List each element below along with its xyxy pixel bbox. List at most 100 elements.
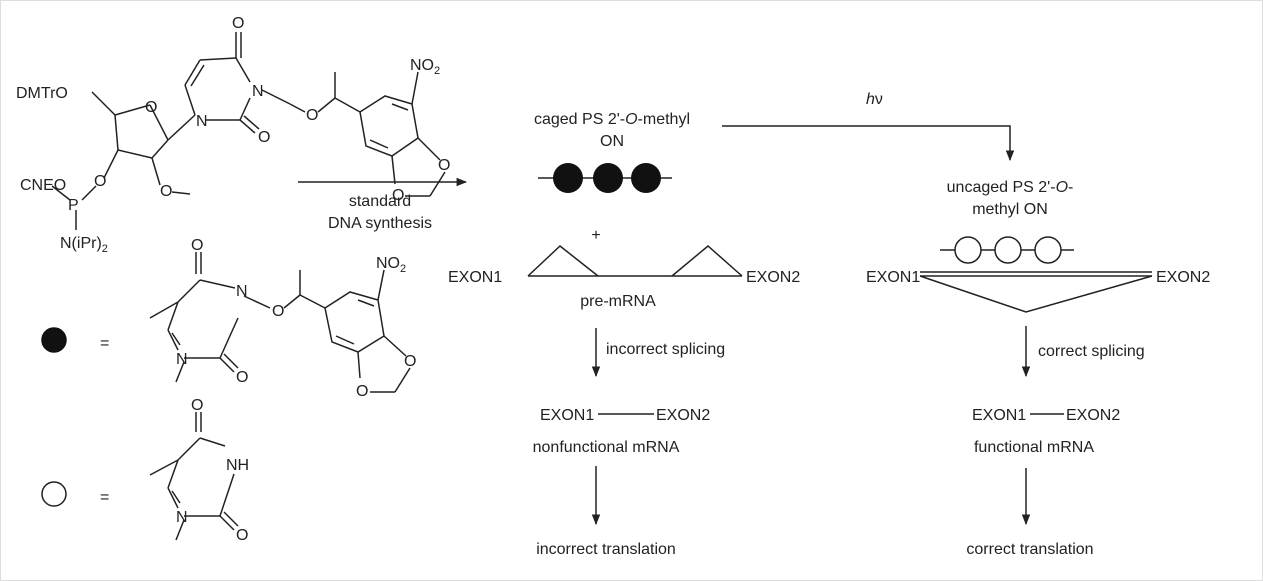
synthesis-label-line2: DNA synthesis [328, 215, 432, 232]
ether-oxygen-label: O [272, 303, 284, 320]
legend-uncaged-equals: = [100, 489, 109, 506]
plus-sign: + [591, 227, 600, 244]
linker-bond [289, 103, 306, 113]
carbonyl-oxygen-label: O [258, 129, 270, 146]
linker-bond [334, 97, 361, 113]
ring-oxygen-label: O [145, 99, 157, 116]
dioxole-bond [429, 171, 446, 197]
carbonyl-oxygen-label: O [191, 237, 203, 254]
oxygen-label: O [94, 173, 106, 190]
left-spliced-exon2: EXON2 [656, 407, 710, 424]
premrna-diagram [527, 245, 743, 277]
glycosidic-bond [167, 114, 196, 141]
phosphoramidite-atom-labels: DMTrO CNEO P O N(iPr)2 O O O N N O O NO2… [16, 15, 450, 255]
premrna-exon1: EXON1 [448, 269, 502, 286]
ribose-bond [151, 139, 169, 159]
ribose-bond [114, 114, 119, 151]
legend-uncaged-circle-icon [41, 481, 67, 507]
dioxole-oxygen-label: O [438, 157, 450, 174]
ribose-bond [114, 104, 151, 116]
nonfunctional-mrna-label: nonfunctional mRNA [533, 439, 680, 456]
premrna-exon2: EXON2 [746, 269, 800, 286]
correct-splicing-label: correct splicing [1038, 343, 1145, 360]
bound-complex-diagram [919, 271, 1153, 313]
ribose-bond [117, 149, 153, 159]
n3-label: N [236, 283, 248, 300]
dioxole-oxygen-label: O [392, 187, 404, 204]
n1-label: N [196, 113, 208, 130]
caged-oligo-label-line1: caged PS 2'-O-methyl [534, 111, 690, 128]
nitro-label: NO2 [376, 255, 406, 275]
carbonyl-bond [239, 119, 256, 134]
c2-o-bond [151, 157, 161, 186]
amine-label: N(iPr)2 [60, 235, 108, 255]
intron-loop [671, 245, 743, 277]
carbonyl-oxygen-label: O [232, 15, 244, 32]
o-p-bond [81, 185, 97, 201]
ether-oxygen-label: O [306, 107, 318, 124]
carbonyl-oxygen-label: O [236, 369, 248, 386]
intron-skip-loop [919, 275, 1153, 313]
linker-bond [261, 89, 291, 105]
uncaged-nucleotide-icon [1034, 236, 1062, 264]
uncaged-oligo-label-line1: uncaged PS 2'-O- [947, 179, 1074, 196]
cneo-label: CNEO [20, 177, 66, 194]
linker-bond [317, 97, 336, 113]
c5-bond [91, 91, 116, 116]
phosphoramidite-structure [51, 32, 446, 230]
nitro-label: NO2 [410, 57, 440, 77]
aryl-ring [359, 95, 419, 157]
uracil-bond [184, 84, 196, 116]
nitro-bond [411, 71, 419, 105]
dmtro-label: DMTrO [16, 85, 68, 102]
n1-label: N [176, 351, 188, 368]
caged-nucleotide-icon [593, 163, 623, 193]
imide-nh-label: NH [226, 457, 249, 474]
legend-caged-circle-icon [41, 327, 67, 353]
carbonyl-oxygen-label: O [191, 397, 203, 414]
left-spliced-exon1: EXON1 [540, 407, 594, 424]
caged-oligo-strand [538, 163, 672, 193]
aryl-double-bond [391, 103, 409, 111]
thymine-structure [149, 412, 239, 541]
incorrect-translation-label: incorrect translation [536, 541, 676, 558]
premrna-label: pre-mRNA [580, 293, 656, 310]
dioxole-oxygen-label: O [404, 353, 416, 370]
uracil-bond [199, 57, 237, 61]
functional-mrna-label: functional mRNA [974, 439, 1094, 456]
legend-caged-equals: = [100, 335, 109, 352]
oxygen-label: O [160, 183, 172, 200]
methyl-bond [171, 191, 191, 195]
caged-nucleotide-icon [553, 163, 583, 193]
aryl-double-bond [369, 139, 389, 149]
incorrect-splicing-label: incorrect splicing [606, 341, 725, 358]
dioxole-bond [391, 155, 396, 185]
ribose-bond [149, 104, 169, 141]
uncaged-oligo-label-line2: methyl ON [972, 201, 1048, 218]
carbonyl-oxygen-label: O [236, 527, 248, 544]
intron-loop [527, 245, 599, 277]
dioxole-oxygen-label: O [356, 383, 368, 400]
uracil-bond [184, 59, 201, 86]
right-spliced-exon2: EXON2 [1066, 407, 1120, 424]
phosphorus-label: P [68, 197, 79, 214]
thymine-atom-labels: O NH N O [176, 397, 249, 544]
correct-translation-label: correct translation [966, 541, 1093, 558]
c3-o-bond [103, 149, 119, 179]
uracil-bond [235, 57, 251, 83]
light-activation-arrow [722, 125, 1015, 162]
uracil-bond [239, 97, 251, 121]
n3-label: N [252, 83, 264, 100]
light-label: hν [866, 91, 883, 108]
caged-nucleotide-icon [631, 163, 661, 193]
uncaged-nucleotide-icon [994, 236, 1022, 264]
synthesis-label-line1: standard [349, 193, 411, 210]
complex-exon1: EXON1 [866, 269, 920, 286]
uncaged-nucleotide-icon [954, 236, 982, 264]
caged-thymine-atom-labels: O N N O O NO2 O O [176, 237, 416, 400]
complex-exon2: EXON2 [1156, 269, 1210, 286]
caged-thymine-structure [149, 252, 411, 393]
n1-label: N [176, 509, 188, 526]
